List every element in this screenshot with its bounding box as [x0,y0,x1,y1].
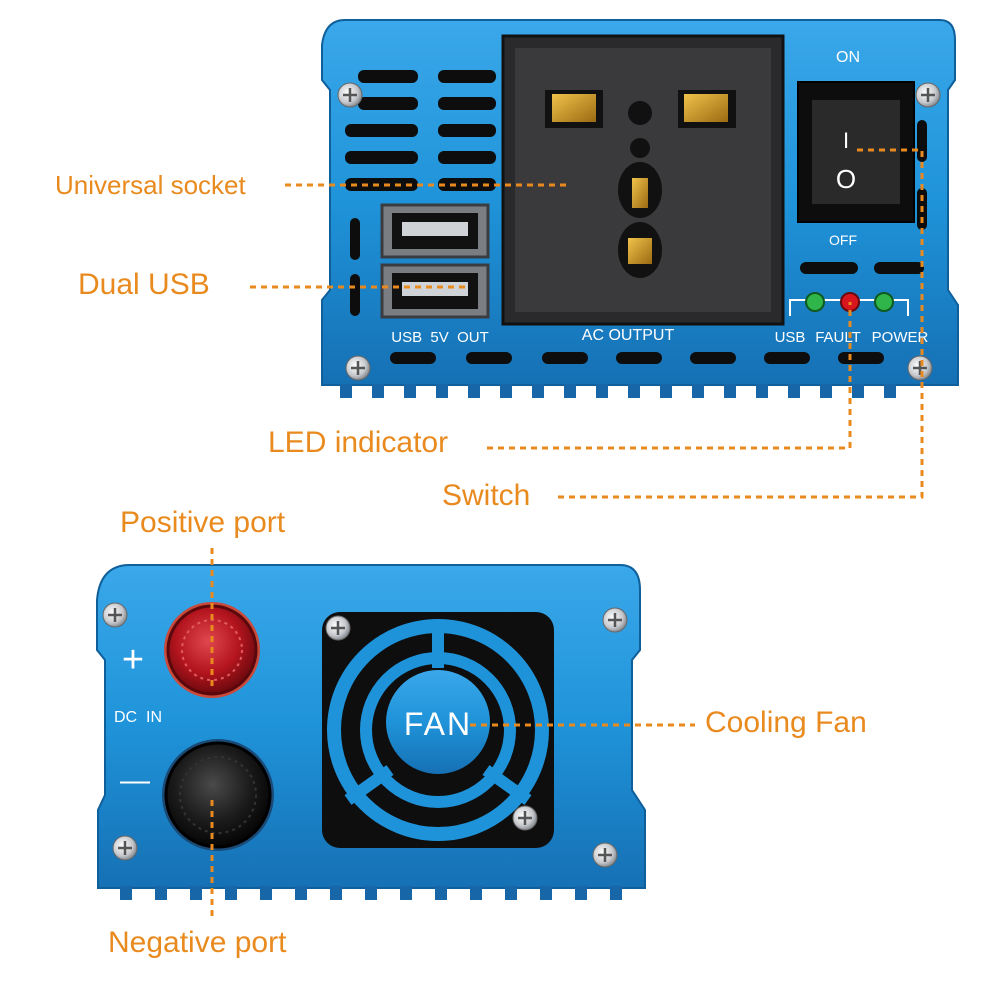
callout-dual-usb: Dual USB [78,268,210,301]
leader-lines [210,148,924,920]
back-bottom-ribs [120,886,622,900]
callout-cooling-fan: Cooling Fan [705,706,867,739]
callout-negative-port: Negative port [108,926,287,959]
led-label-usb: USB [775,329,806,346]
plus-label: + [122,639,144,681]
switch-on-mark: I [843,128,849,153]
negative-terminal[interactable] [162,739,274,851]
front-vent-slots [345,70,927,364]
switch-off-mark: O [836,164,856,194]
ac-output-label: AC OUTPUT [582,327,675,344]
led-label-fault: FAULT [815,329,861,346]
back-screws [102,602,628,868]
back-panel: FAN + DC IN — [96,564,646,900]
callout-led-indicator: LED indicator [268,426,449,459]
usb-port-top[interactable] [380,203,490,259]
front-panel: I O ON OFF USB FAULT POWER USB 5V OUT AC… [321,19,959,398]
leader-led-indicator [487,302,852,450]
power-switch[interactable] [797,81,915,223]
usb-port-bottom[interactable] [380,263,490,319]
dc-in-label: DC IN [114,709,162,726]
led-usb [805,292,825,312]
front-screws [337,82,941,381]
callout-positive-port: Positive port [120,506,286,539]
fan-label: FAN [404,706,472,742]
switch-on-label: ON [836,49,860,66]
cooling-fan [322,612,554,848]
leader-switch [558,148,924,499]
led-label-power: POWER [872,329,929,346]
usb-output-label: USB 5V OUT [391,329,489,346]
callout-universal-socket: Universal socket [55,170,246,200]
switch-off-label: OFF [829,232,857,248]
universal-socket[interactable] [501,34,785,326]
callout-switch: Switch [442,479,531,512]
front-bottom-ribs [340,384,896,398]
led-power [874,292,894,312]
minus-label: — [120,764,150,797]
